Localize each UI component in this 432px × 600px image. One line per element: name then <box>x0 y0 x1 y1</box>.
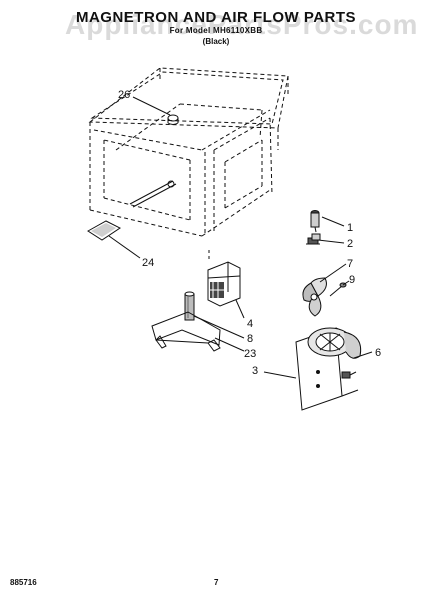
footer-part-number: 885716 <box>10 578 37 587</box>
callout-8: 8 <box>247 333 254 345</box>
model-subtitle: For Model MH6110XBB <box>169 26 263 35</box>
callout-7: 7 <box>347 258 354 270</box>
callout-6: 6 <box>375 347 382 359</box>
part-24-waveguide-cover <box>87 220 121 241</box>
color-note: (Black) <box>202 37 230 46</box>
microwave-cavity-outline <box>88 67 289 237</box>
part-1-sensor <box>310 210 320 233</box>
callout-2: 2 <box>347 238 354 250</box>
part-23-air-duct <box>151 311 221 352</box>
part-8-cylinder <box>184 291 195 321</box>
part-cover-line <box>129 180 177 208</box>
callout-23: 23 <box>244 348 257 360</box>
callout-26: 26 <box>118 89 131 101</box>
footer-page-number: 7 <box>214 578 219 587</box>
part-6-connector <box>341 371 357 379</box>
callout-4: 4 <box>247 318 254 330</box>
part-3-fan-housing <box>295 327 362 411</box>
part-4-magnetron <box>207 261 241 307</box>
leader-lines <box>108 96 373 379</box>
part-2-clip <box>306 233 321 245</box>
part-7-fan-blade <box>302 277 327 317</box>
callout-24: 24 <box>142 257 155 269</box>
page-title: MAGNETRON AND AIR FLOW PARTS <box>75 9 357 26</box>
callout-9: 9 <box>349 274 356 286</box>
callout-1: 1 <box>347 222 354 234</box>
callout-3: 3 <box>252 365 259 377</box>
part-26-screw <box>167 114 179 125</box>
